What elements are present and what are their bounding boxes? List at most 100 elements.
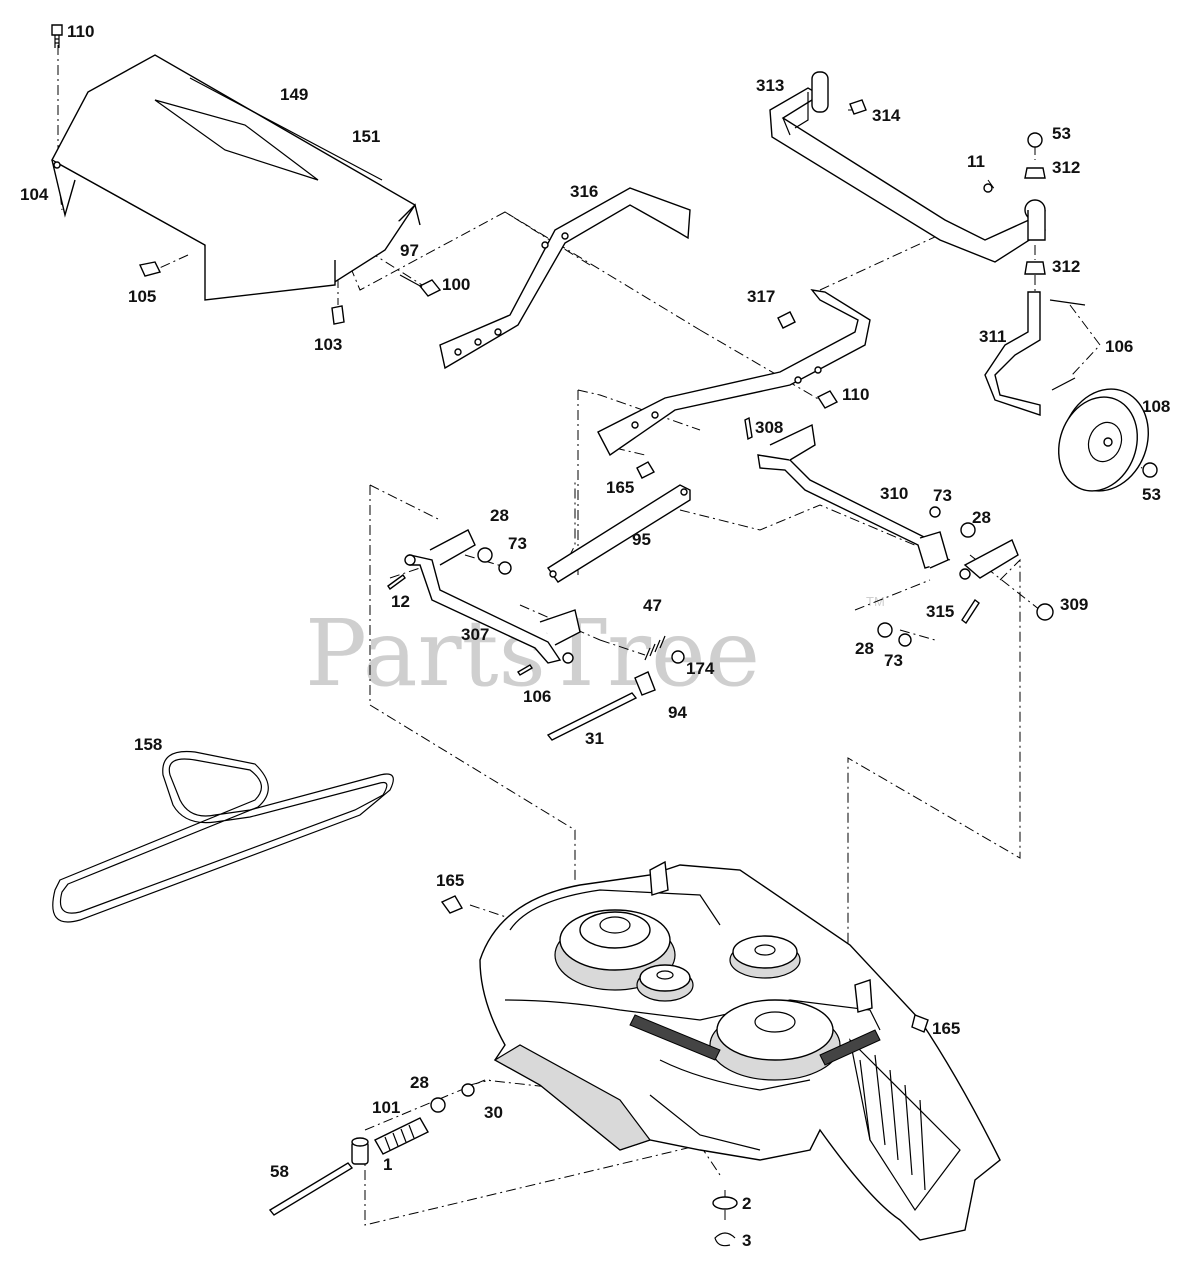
callout-3: 3	[742, 1231, 751, 1250]
nut-73-mid	[898, 633, 912, 647]
callout-110: 110	[67, 22, 94, 41]
callout-313: 313	[756, 76, 784, 95]
idler-arm	[629, 1014, 721, 1061]
handle-313	[769, 71, 1046, 263]
callout-101: 101	[372, 1098, 400, 1117]
callout-28: 28	[972, 508, 991, 527]
callout-28: 28	[855, 639, 874, 658]
callout-1: 1	[383, 1155, 392, 1174]
callout-149: 149	[280, 85, 308, 104]
fitting-1	[351, 1137, 369, 1165]
callout-307: 307	[461, 625, 489, 644]
washer-28-right	[960, 522, 976, 538]
callout-106: 106	[1105, 337, 1133, 356]
clip-3	[714, 1232, 736, 1247]
idler-arm-right	[819, 1029, 881, 1066]
callout-58: 58	[270, 1162, 289, 1181]
link-95	[546, 484, 691, 583]
screw-100	[399, 274, 442, 297]
deflector-cover	[51, 54, 421, 301]
wheel-axle-311	[984, 291, 1086, 416]
belt-158	[52, 750, 394, 923]
pin-12	[387, 574, 406, 590]
washer-28-mid	[877, 622, 893, 638]
callout-labels: 110 149 151 104 97 105 100 103 316 313 3…	[20, 22, 1170, 1250]
callout-108: 108	[1142, 397, 1170, 416]
callout-165: 165	[606, 478, 634, 497]
bushing-174	[671, 650, 685, 664]
callout-97: 97	[400, 241, 419, 260]
callout-312: 312	[1052, 158, 1080, 177]
callout-53: 53	[1052, 124, 1071, 143]
callout-12: 12	[391, 592, 410, 611]
clip-103	[331, 305, 345, 325]
washer-2	[712, 1196, 738, 1210]
callout-53: 53	[1142, 485, 1161, 504]
rod-58	[268, 1162, 354, 1216]
callout-309: 309	[1060, 595, 1088, 614]
pulley-right-main	[709, 999, 841, 1081]
nut-30	[461, 1083, 475, 1097]
lift-bracket	[597, 289, 871, 457]
callout-73: 73	[508, 534, 527, 553]
nut-11	[983, 183, 993, 193]
callout-103: 103	[314, 335, 342, 354]
pulley-idler	[636, 964, 694, 1002]
callout-106: 106	[523, 687, 551, 706]
callout-104: 104	[20, 185, 49, 204]
washer-309	[1036, 603, 1054, 621]
callout-31: 31	[585, 729, 604, 748]
spring-47	[644, 635, 666, 661]
callout-47: 47	[643, 596, 662, 615]
callout-28: 28	[490, 506, 509, 525]
callout-165: 165	[436, 871, 464, 890]
pin-106-front	[517, 664, 533, 676]
callout-110: 110	[842, 385, 869, 404]
callout-310: 310	[880, 484, 908, 503]
block-94	[634, 671, 656, 696]
callout-28: 28	[410, 1073, 429, 1092]
nut-312-top	[1024, 167, 1046, 179]
callout-100: 100	[442, 275, 470, 294]
stud-101	[374, 1117, 429, 1155]
wheel-108	[1057, 388, 1149, 492]
callout-2: 2	[742, 1194, 751, 1213]
callout-73: 73	[933, 486, 952, 505]
callout-94: 94	[668, 703, 687, 722]
callout-30: 30	[484, 1103, 503, 1122]
callout-151: 151	[352, 127, 380, 146]
screw-165-deck-right	[911, 1014, 929, 1033]
nut-312-bottom	[1024, 261, 1046, 275]
screw-317	[777, 311, 796, 329]
callout-317: 317	[747, 287, 775, 306]
washer-73-right	[929, 506, 941, 518]
callout-174: 174	[686, 659, 715, 678]
washer-28-lower	[430, 1097, 446, 1113]
rod-31	[546, 692, 638, 741]
nut-73-left	[498, 561, 512, 575]
rear-axle-310	[757, 423, 1019, 580]
callout-312: 312	[1052, 257, 1080, 276]
callout-95: 95	[632, 530, 651, 549]
washer-53-top	[1027, 132, 1043, 148]
callout-316: 316	[570, 182, 598, 201]
callout-315: 315	[926, 602, 954, 621]
callout-158: 158	[134, 735, 162, 754]
callout-11: 11	[967, 152, 985, 171]
watermark-text: PartsTree	[305, 600, 760, 707]
washer-53-wheel	[1142, 462, 1158, 478]
front-axle-307	[404, 529, 581, 664]
callout-314: 314	[872, 106, 901, 125]
screw-110-bracket	[816, 390, 839, 409]
pin-315	[961, 598, 980, 625]
pulley-right-top	[729, 935, 801, 979]
bolt-110-top	[51, 24, 63, 48]
callout-308: 308	[755, 418, 783, 437]
callout-165: 165	[932, 1019, 960, 1038]
screw-165-link	[636, 461, 655, 479]
pin-308	[744, 416, 753, 441]
callout-73: 73	[884, 651, 903, 670]
clip-105	[138, 261, 162, 277]
washer-28-left	[477, 547, 493, 563]
